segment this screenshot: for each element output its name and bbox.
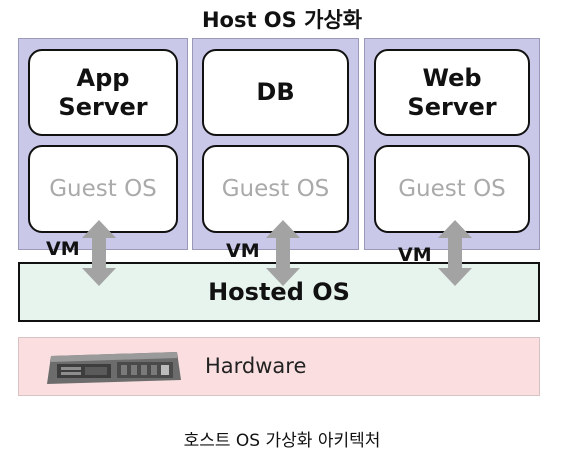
double-arrow-icon <box>266 220 300 286</box>
vm-label: VM <box>398 244 432 266</box>
vm-label: VM <box>46 238 80 260</box>
double-arrow-icon <box>82 220 116 286</box>
vm-column-db: DB Guest OS <box>192 38 359 250</box>
app-server-box: App Server <box>28 49 178 136</box>
vm-label: VM <box>226 240 260 262</box>
vm-column-web-server: Web Server Guest OS <box>364 38 540 250</box>
figure-caption: 호스트 OS 가상화 아키텍처 <box>183 431 381 451</box>
diagram-title: Host OS 가상화 <box>201 8 363 32</box>
db-box: DB <box>202 49 349 136</box>
double-arrow-icon <box>438 220 472 286</box>
guest-os-box: Guest OS <box>28 145 178 233</box>
server-rack-icon <box>47 352 181 384</box>
vm-column-app-server: App Server Guest OS <box>18 38 188 250</box>
hardware-layer: Hardware <box>18 337 540 396</box>
web-server-box: Web Server <box>374 49 530 136</box>
guest-os-box: Guest OS <box>374 145 530 233</box>
hardware-label: Hardware <box>205 354 307 378</box>
